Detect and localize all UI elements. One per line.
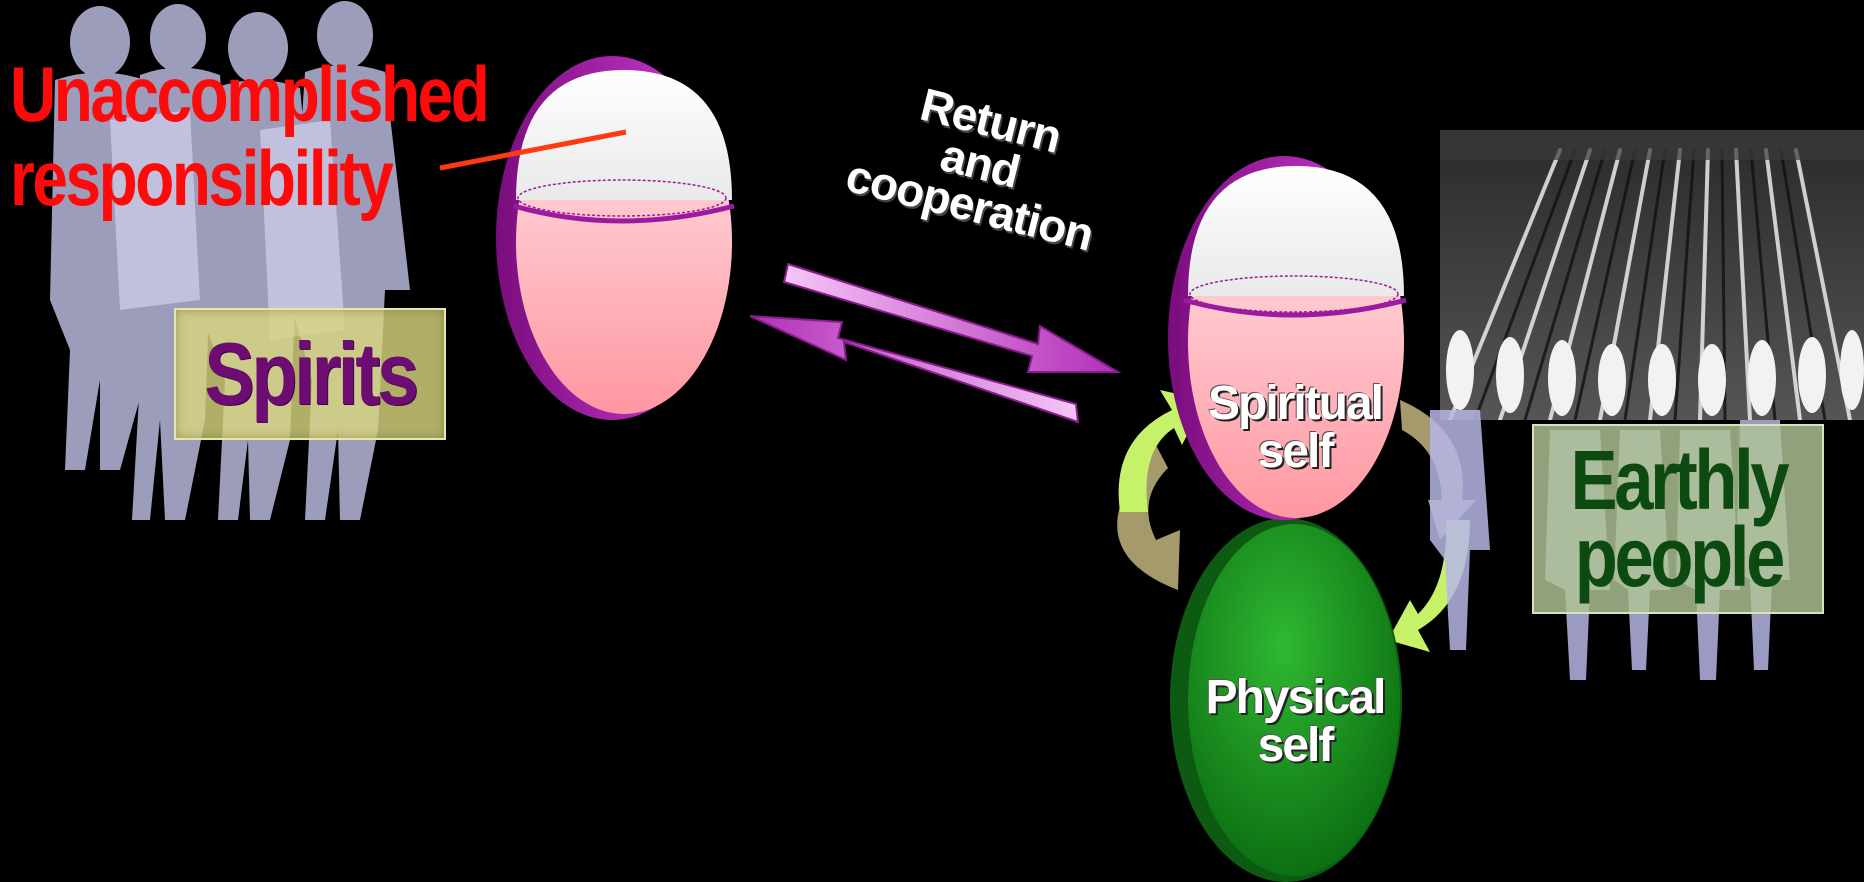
earthly-crowd-photo bbox=[1440, 130, 1864, 420]
earthly-line2: people bbox=[1570, 519, 1786, 596]
spirit-egg bbox=[496, 56, 734, 420]
physical-line1: Physical bbox=[1180, 674, 1410, 722]
spiritual-line2: self bbox=[1180, 428, 1410, 476]
earthly-line1: Earthly bbox=[1570, 442, 1786, 519]
physical-line2: self bbox=[1180, 722, 1410, 770]
spiritual-line1: Spiritual bbox=[1180, 380, 1410, 428]
physical-self-label: Physical self bbox=[1180, 674, 1410, 770]
spiritual-self-label: Spiritual self bbox=[1180, 380, 1410, 476]
earthly-people-label-box: Earthly people bbox=[1532, 424, 1824, 614]
earthly-people-label: Earthly people bbox=[1570, 442, 1786, 597]
return-arrow-right bbox=[784, 264, 1118, 372]
